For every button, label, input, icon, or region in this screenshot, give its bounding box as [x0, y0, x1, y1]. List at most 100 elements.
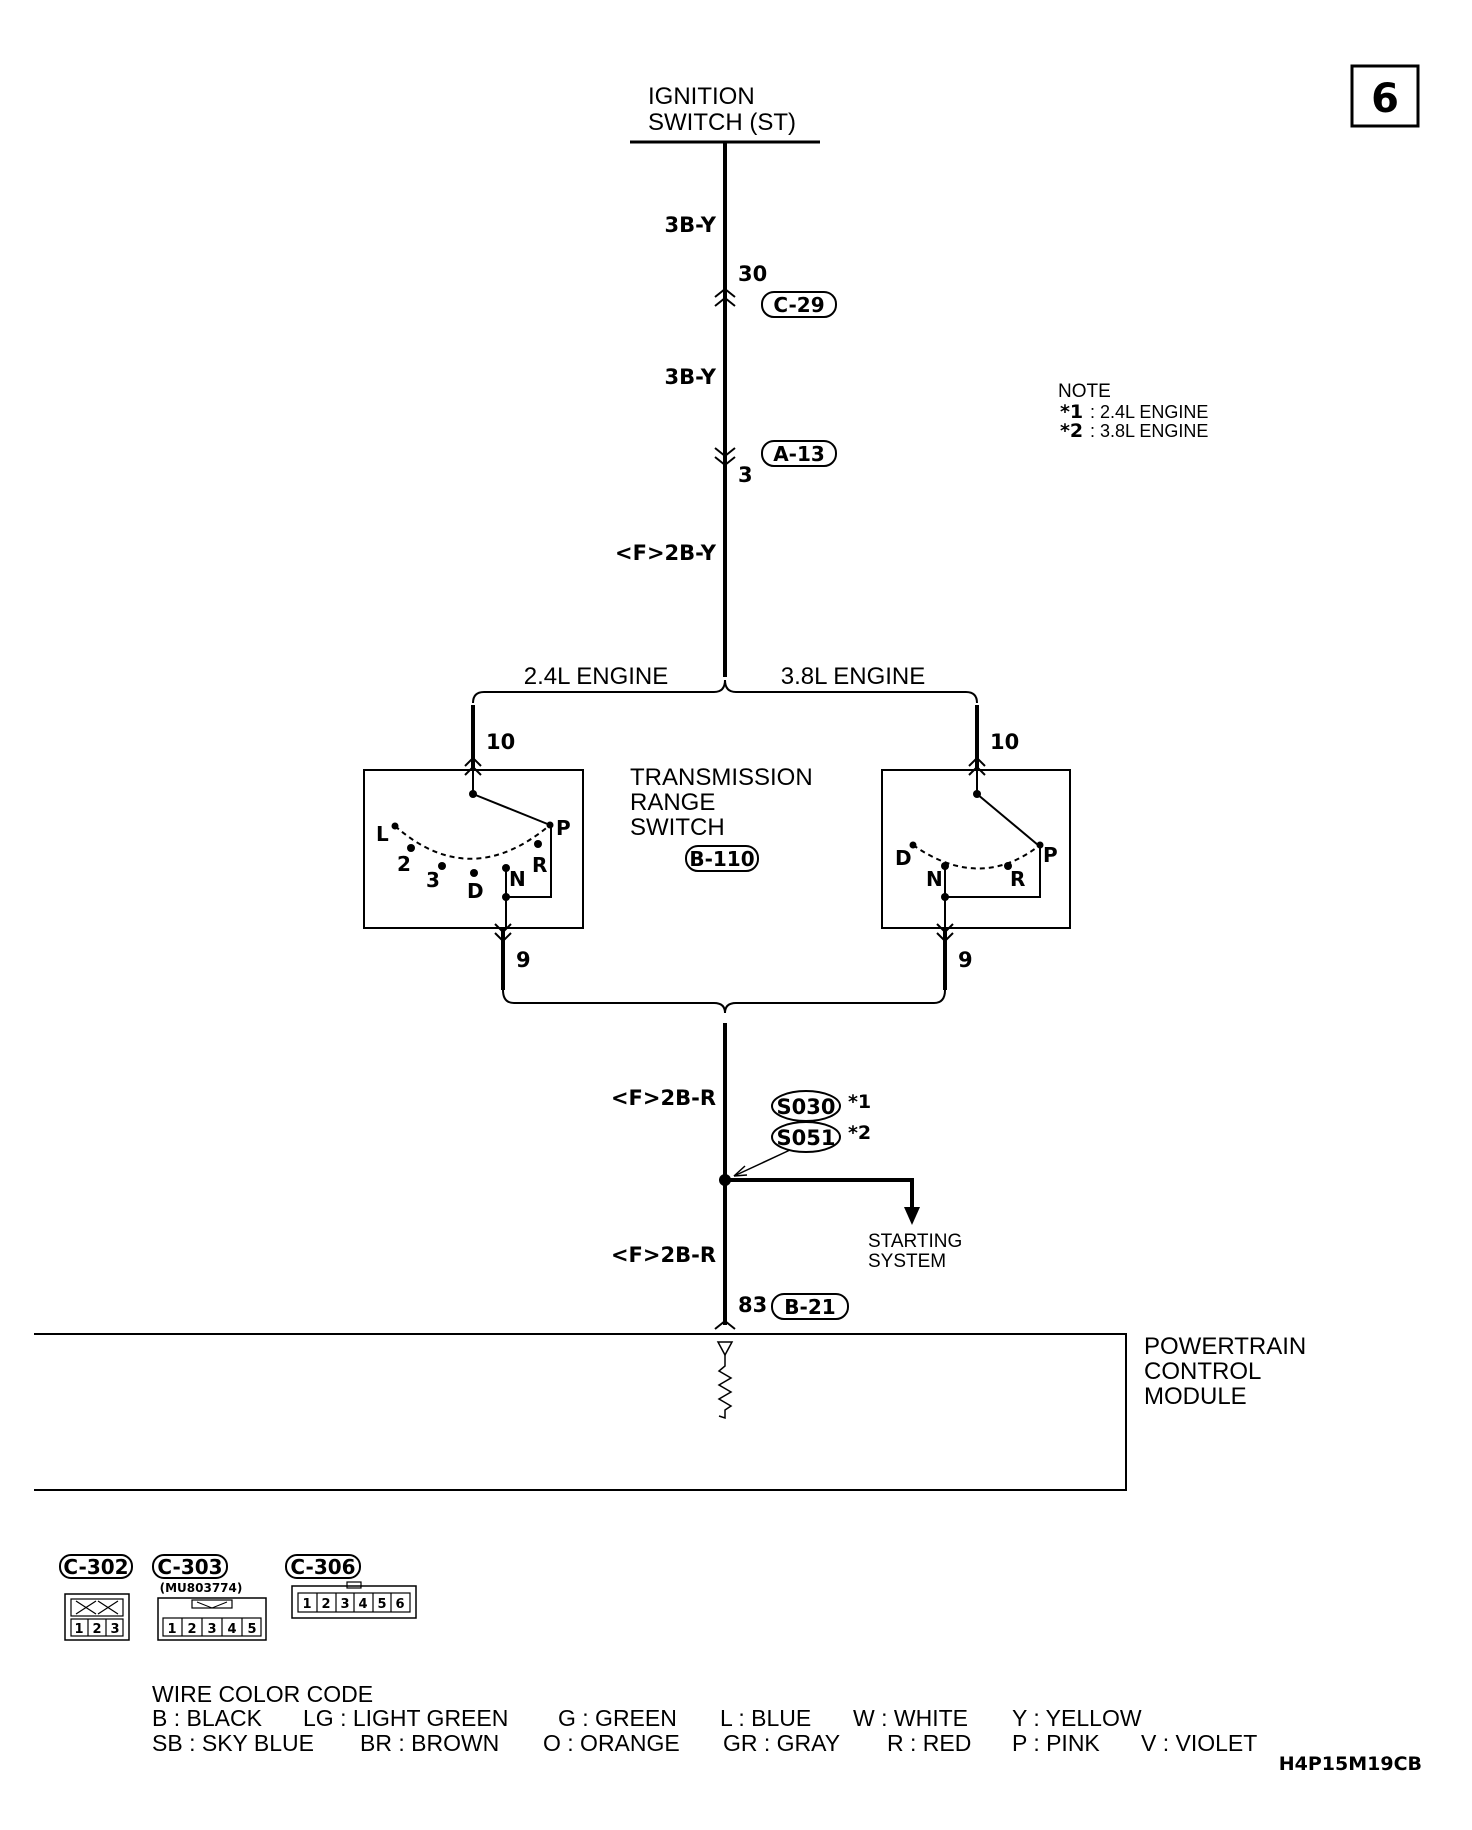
- connector-b21: 83 B-21: [714, 1293, 849, 1330]
- connector-view-c306-label: C-306: [290, 1555, 355, 1579]
- connector-a13-label: A-13: [773, 442, 825, 466]
- page-number-box: 6: [1350, 64, 1420, 128]
- connector-a13: 3 A-13: [714, 440, 837, 487]
- connector-view-c302-label: C-302: [63, 1555, 128, 1579]
- pcm-label-line1: POWERTRAIN: [1144, 1333, 1306, 1360]
- trs-label-line1: TRANSMISSION: [630, 764, 813, 791]
- pcm-label-line2: CONTROL: [1144, 1358, 1261, 1385]
- note-2: : 3.8L ENGINE: [1090, 421, 1208, 441]
- page-number: 6: [1371, 76, 1399, 122]
- wire-label-4: <F>2B-R: [611, 1086, 716, 1110]
- connector-a13-pin: 3: [738, 463, 753, 487]
- trs-right-pin-bottom: 9: [958, 948, 973, 972]
- starting-system-arrow: [904, 1207, 920, 1225]
- connector-c29-label: C-29: [773, 293, 824, 317]
- engine-brace-bottom: [502, 989, 946, 1014]
- connector-b21-pin: 83: [738, 1293, 767, 1317]
- trs-left-box: L 2 3 D N R P: [363, 769, 584, 929]
- color-code-l: L : BLUE: [720, 1705, 811, 1731]
- c306-pin-5: 5: [377, 1597, 386, 1612]
- color-code-br: BR : BROWN: [360, 1730, 499, 1756]
- color-code-v: V : VIOLET: [1141, 1730, 1257, 1756]
- connector-b110-label: B-110: [689, 847, 754, 871]
- trs-left-pos-d: D: [467, 879, 484, 903]
- trs-left-pos-p: P: [556, 816, 571, 840]
- color-code-title: WIRE COLOR CODE: [152, 1681, 373, 1707]
- color-code-sb: SB : SKY BLUE: [152, 1730, 314, 1756]
- wire-label-5: <F>2B-R: [611, 1243, 716, 1267]
- connector-view-c302: C-302 1 2 3: [59, 1554, 133, 1641]
- note: NOTE *1 : 2.4L ENGINE *2 : 3.8L ENGINE: [1058, 381, 1208, 442]
- c303-pin-1: 1: [167, 1622, 176, 1637]
- color-code-lg: LG : LIGHT GREEN: [303, 1705, 508, 1731]
- color-code-o: O : ORANGE: [543, 1730, 680, 1756]
- trs-right-pos-n: N: [926, 867, 943, 891]
- color-code-g: G : GREEN: [558, 1705, 677, 1731]
- trs-right-pos-r: R: [1010, 867, 1025, 891]
- engine-brace-top: 2.4L ENGINE 3.8L ENGINE: [472, 663, 978, 704]
- connector-c29-pin: 30: [738, 262, 767, 286]
- starting-system-line1: STARTING: [868, 1231, 962, 1252]
- color-code-r: R : RED: [887, 1730, 971, 1756]
- connector-c29: 30 C-29: [714, 262, 837, 318]
- splice-s051: S051: [777, 1126, 836, 1150]
- connector-view-c303: C-303 (MU803774) 1 2 3 4 5: [152, 1554, 267, 1641]
- c302-pin-3: 3: [110, 1622, 119, 1637]
- trs-label-line2: RANGE: [630, 789, 715, 816]
- c306-pin-6: 6: [395, 1597, 404, 1612]
- trs-right-pos-d: D: [895, 846, 912, 870]
- trs-right-box: D N R P: [881, 769, 1071, 929]
- wire-label-1: 3B-Y: [665, 213, 717, 237]
- trs-left-pos-2: 2: [397, 852, 411, 876]
- c303-part-number: (MU803774): [160, 1581, 243, 1595]
- c306-pin-4: 4: [358, 1597, 367, 1612]
- trs-right-pos-p: P: [1043, 843, 1058, 867]
- c303-pin-2: 2: [187, 1622, 196, 1637]
- wire-label-2: 3B-Y: [665, 365, 717, 389]
- trs-left-pos-n: N: [509, 867, 526, 891]
- splice-s030-mark: *1: [848, 1091, 871, 1113]
- engine-right-label: 3.8L ENGINE: [781, 663, 926, 690]
- splice-labels: S030 *1 S051 *2: [733, 1090, 871, 1177]
- pcm-label-line3: MODULE: [1144, 1383, 1247, 1410]
- trs-left-pos-r: R: [532, 853, 547, 877]
- c303-pin-4: 4: [227, 1622, 236, 1637]
- wire-label-3: <F>2B-Y: [615, 541, 717, 565]
- starting-system-line2: SYSTEM: [868, 1251, 946, 1272]
- c306-pin-3: 3: [340, 1597, 349, 1612]
- color-code-gr: GR : GRAY: [723, 1730, 840, 1756]
- diagram-code: H4P15M19CB: [1279, 1753, 1422, 1775]
- c303-pin-5: 5: [247, 1622, 256, 1637]
- c306-pin-2: 2: [321, 1597, 330, 1612]
- splice-s051-mark: *2: [848, 1122, 871, 1144]
- c302-pin-1: 1: [74, 1622, 83, 1637]
- trs-left-pos-3: 3: [426, 868, 440, 892]
- trs-right-pin-top: 10: [990, 730, 1019, 754]
- pcm-box: POWERTRAIN CONTROL MODULE: [34, 1333, 1306, 1491]
- trs-label-line3: SWITCH: [630, 814, 725, 841]
- splice-s030: S030: [777, 1095, 836, 1119]
- connector-view-c303-label: C-303: [157, 1555, 222, 1579]
- connector-b21-label: B-21: [784, 1295, 835, 1319]
- color-code-y: Y : YELLOW: [1012, 1705, 1142, 1731]
- c306-pin-1: 1: [302, 1597, 311, 1612]
- note-title: NOTE: [1058, 381, 1111, 402]
- color-code-p: P : PINK: [1012, 1730, 1100, 1756]
- note-1: : 2.4L ENGINE: [1090, 402, 1208, 422]
- trs-left-pin-top: 10: [486, 730, 515, 754]
- ignition-switch: IGNITION SWITCH (ST): [630, 83, 820, 144]
- ignition-switch-line1: IGNITION: [648, 83, 755, 110]
- trs-label: TRANSMISSION RANGE SWITCH B-110: [630, 764, 813, 872]
- wire-color-code: WIRE COLOR CODE B : BLACK LG : LIGHT GRE…: [152, 1681, 1257, 1756]
- engine-left-label: 2.4L ENGINE: [524, 663, 669, 690]
- color-code-w: W : WHITE: [853, 1705, 968, 1731]
- c302-pin-2: 2: [92, 1622, 101, 1637]
- wire-to-starting-system: [725, 1178, 914, 1210]
- c303-pin-3: 3: [207, 1622, 216, 1637]
- trs-left-pos-l: L: [376, 822, 389, 846]
- ignition-switch-line2: SWITCH (ST): [648, 109, 796, 136]
- note-1-mark: *1: [1060, 401, 1083, 423]
- note-2-mark: *2: [1060, 420, 1083, 442]
- color-code-b: B : BLACK: [152, 1705, 263, 1731]
